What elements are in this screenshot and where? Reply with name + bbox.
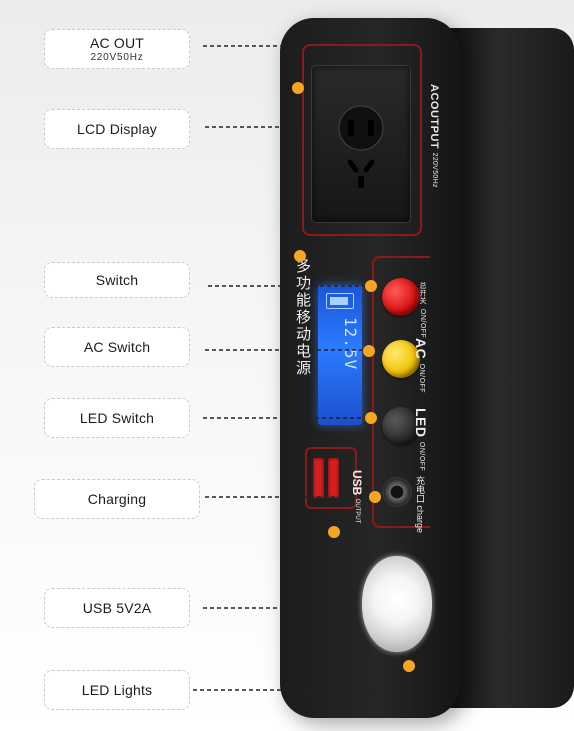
ac-socket (312, 66, 410, 222)
callout-ac-out-title: AC OUT (89, 35, 145, 51)
marker-dot-led-switch (365, 412, 377, 424)
power-switch-button[interactable] (382, 278, 420, 316)
device-brand-text: 多功能移动电源 (294, 258, 311, 377)
ac-output-label: ACOUTPUT 220V50Hz (414, 84, 440, 204)
led-switch-button[interactable] (382, 407, 420, 445)
callout-ac-out: AC OUT 220V50Hz (44, 29, 190, 69)
battery-icon (326, 293, 354, 309)
charging-port-label: 充电口 charge (415, 476, 425, 534)
usb-output-label: USB OUTPUT (350, 470, 364, 524)
callout-led-switch: LED Switch (44, 398, 190, 438)
lcd-readout: 12.5V (341, 317, 360, 371)
led-light (362, 556, 432, 652)
callout-lcd-display: LCD Display (44, 109, 190, 149)
led-switch-label: LED ON/OFF (413, 408, 429, 472)
marker-dot-lcd (294, 250, 306, 262)
usb-port-2[interactable] (328, 458, 339, 498)
marker-dot-charging (369, 491, 381, 503)
callout-ac-switch: AC Switch (44, 327, 190, 367)
socket-holes-icon (338, 105, 384, 188)
callout-switch: Switch (44, 262, 190, 298)
ac-output-spec: 220V50Hz (431, 152, 438, 188)
marker-dot-ac-switch (363, 345, 375, 357)
callout-charging: Charging (34, 479, 200, 519)
button-panel-frame (372, 256, 430, 528)
ac-switch-button[interactable] (382, 340, 420, 378)
callout-usb: USB 5V2A (44, 588, 190, 628)
lcd-display: 12.5V (318, 285, 362, 425)
marker-dot-switch (365, 280, 377, 292)
callout-led-lights: LED Lights (44, 670, 190, 710)
ac-socket-frame (302, 44, 422, 236)
marker-dot-usb (328, 526, 340, 538)
usb-port-frame (305, 447, 357, 509)
usb-port-1[interactable] (313, 458, 324, 498)
marker-dot-ac-out (292, 82, 304, 94)
power-switch-label: 总开关 ON/OFF (419, 282, 426, 339)
charging-port[interactable] (382, 477, 412, 507)
callout-ac-out-spec: 220V50Hz (90, 52, 144, 63)
device-side-panel (448, 28, 574, 708)
ac-switch-label: AC ON/OFF (413, 338, 429, 394)
ac-output-title: ACOUTPUT (428, 84, 440, 150)
marker-dot-led-lights (403, 660, 415, 672)
